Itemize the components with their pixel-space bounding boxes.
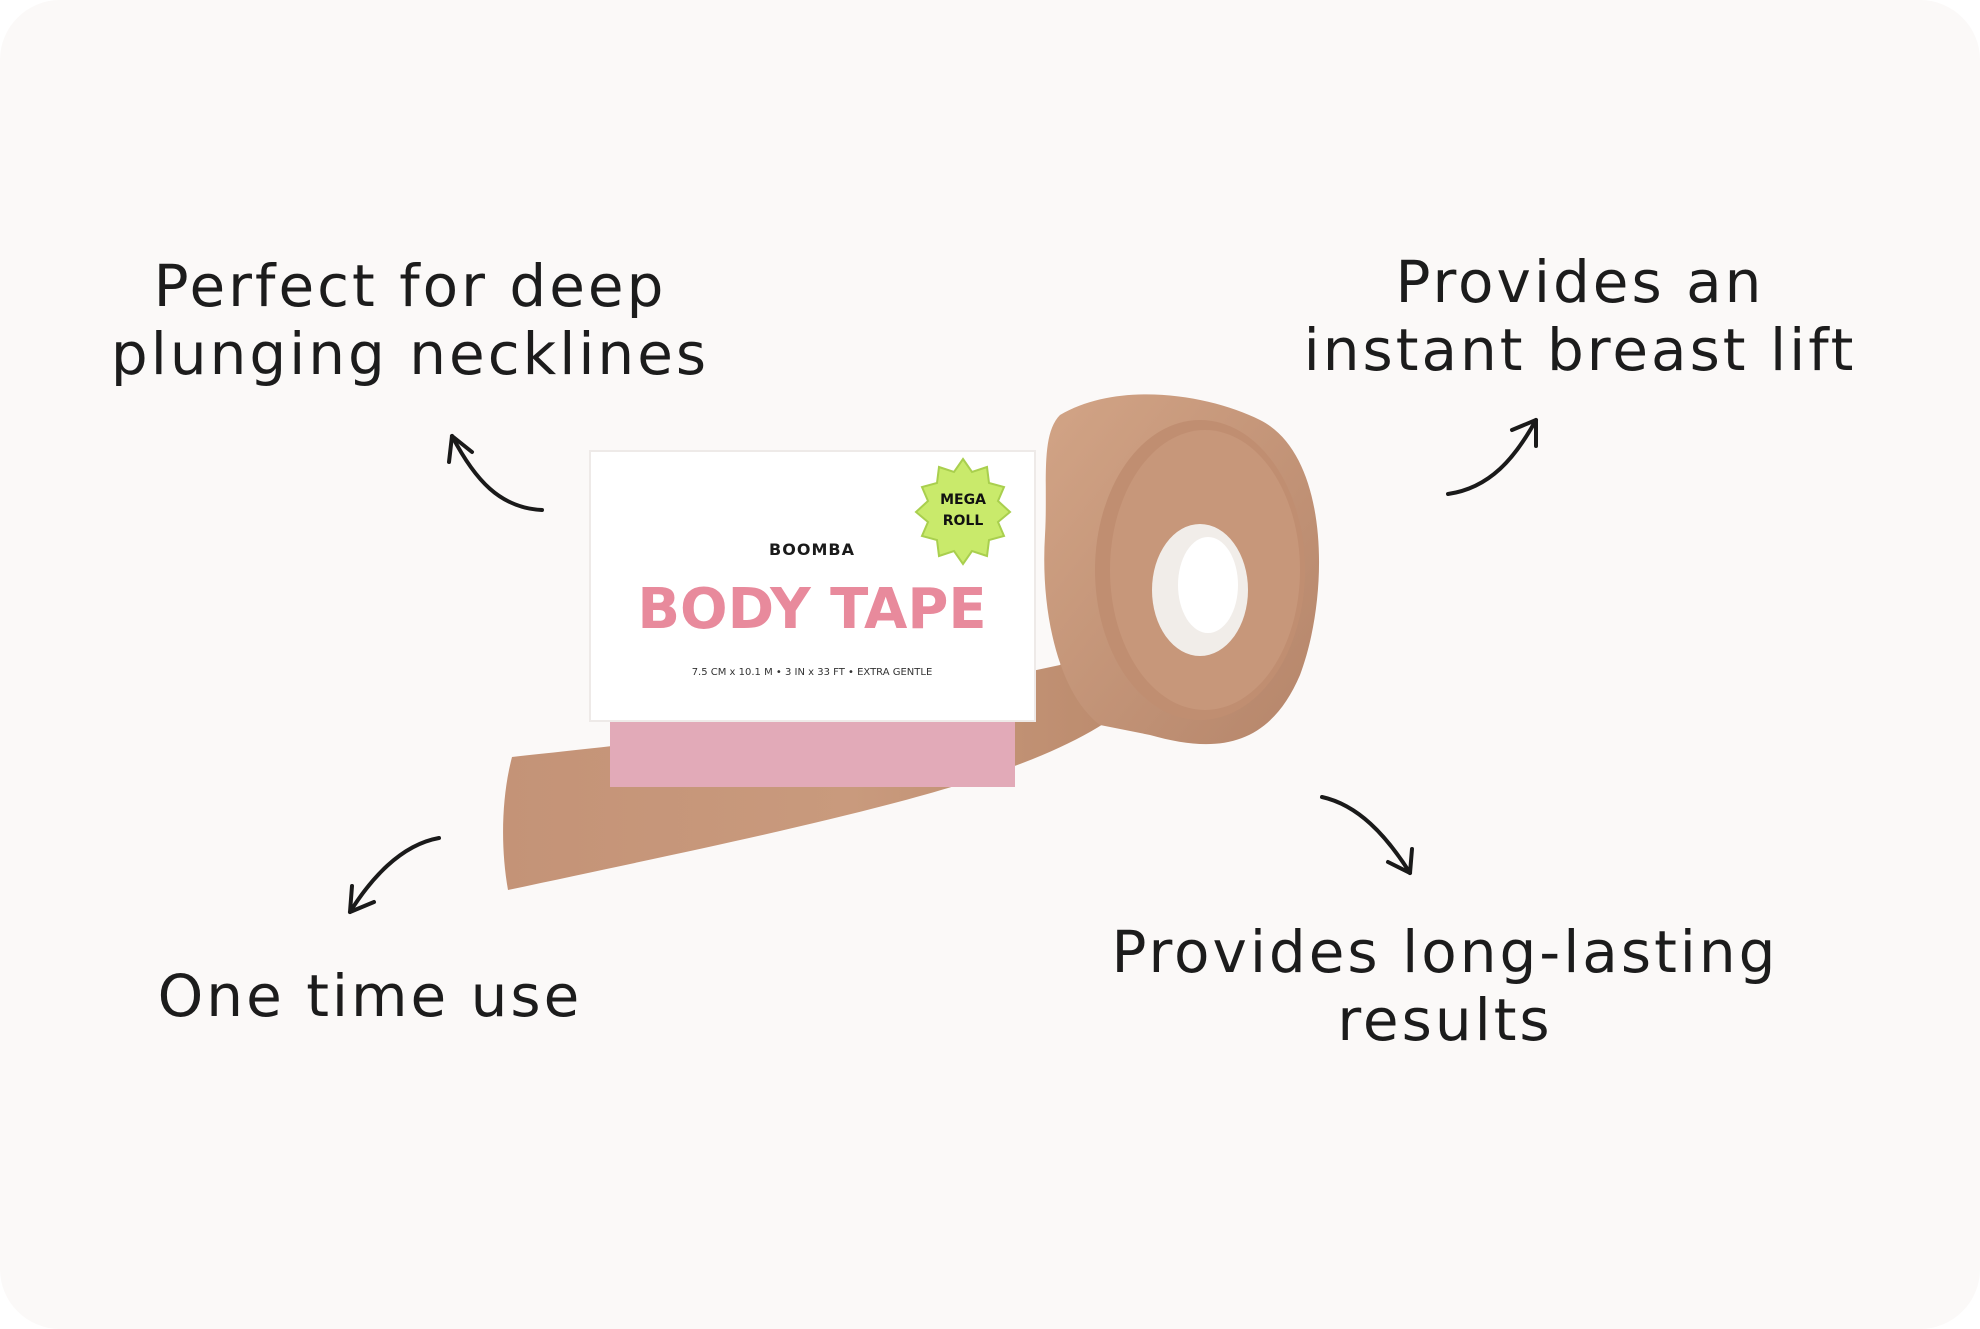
feature-text-line: One time use — [157, 962, 583, 1030]
feature-text-line: results — [1337, 986, 1553, 1054]
product-specs: 7.5 CM x 10.1 M • 3 IN x 33 FT • EXTRA G… — [692, 667, 933, 678]
feature-text-line: Provides an — [1395, 248, 1765, 316]
feature-deep-necklines: Perfect for deep plunging necklines — [80, 252, 740, 388]
body-tape-product-image: MEGA ROLL BOOMBA BODY TAPE 7.5 CM x 10.1… — [503, 394, 1320, 890]
feature-one-time-use: One time use — [150, 962, 590, 1030]
feature-text-line: Provides long-lasting — [1111, 918, 1779, 986]
feature-long-lasting: Provides long-lasting results — [1090, 918, 1800, 1054]
feature-text-line: Perfect for deep — [153, 252, 667, 320]
mega-roll-badge: MEGA ROLL — [914, 457, 1012, 566]
badge-line-1: MEGA — [940, 492, 986, 508]
brand-name: BOOMBA — [769, 540, 855, 559]
product-title: BODY TAPE — [637, 577, 986, 642]
feature-text-line: instant breast lift — [1303, 316, 1857, 384]
tape-strip — [503, 485, 1201, 890]
badge-line-2: ROLL — [943, 513, 984, 529]
feature-breast-lift: Provides an instant breast lift — [1300, 248, 1860, 384]
feature-text-line: plunging necklines — [110, 320, 710, 388]
